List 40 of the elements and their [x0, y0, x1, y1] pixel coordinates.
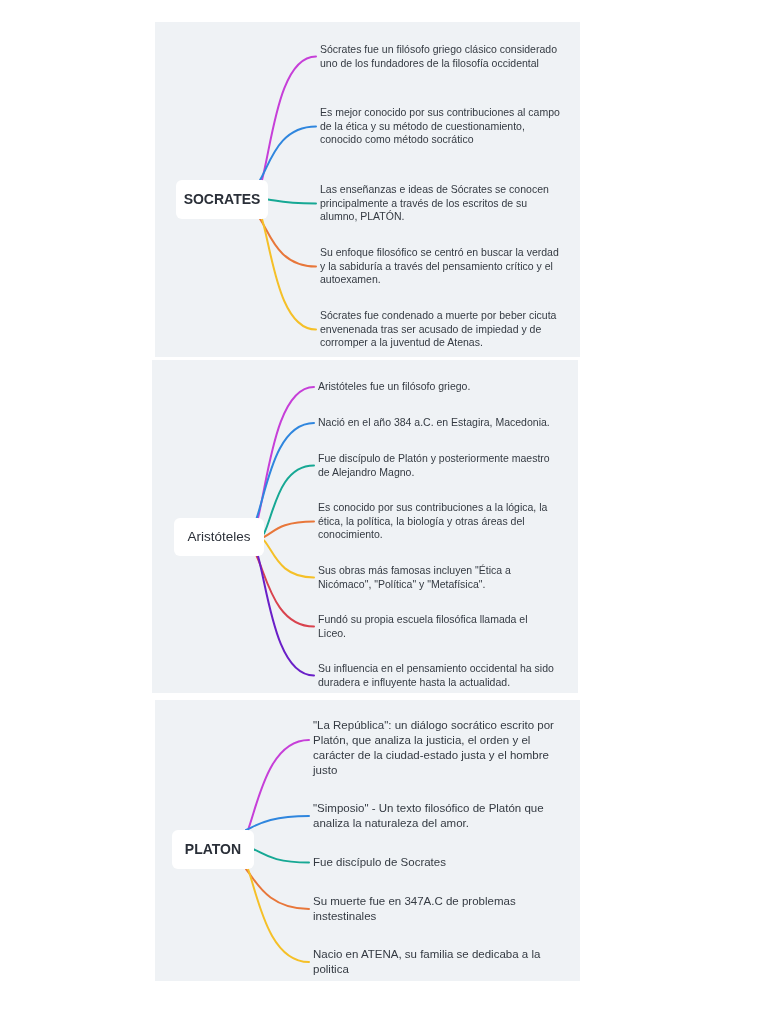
branch-text: Su influencia en el pensamiento occidental ha sido duradera e influyente hasta la actualidad. [318, 662, 555, 690]
topic-label: PLATON [184, 840, 242, 859]
branch-line [247, 739, 310, 831]
branch-text: Nació en el año 384 a.C. en Estagira, Macedonia. [318, 416, 551, 430]
branch-line [257, 386, 315, 519]
branch-line [255, 555, 315, 628]
branch-line [267, 198, 317, 205]
branch-line [263, 464, 315, 535]
branch-line [263, 539, 315, 579]
branch-text: Sócrates fue un filósofo griego clásico considerado uno de los fundadores de la filosofía occidental [320, 43, 558, 71]
branch-line [259, 125, 317, 181]
branch-line [253, 848, 310, 864]
branch-text: Fundó su propia escuela filosófica llamada el Liceo. [318, 613, 529, 641]
branch-line [261, 218, 317, 331]
branch-line [255, 422, 315, 519]
topic-label: SOCRATES [183, 190, 261, 209]
branch-line [247, 868, 310, 963]
branch-text: "La República": un diálogo socrático escrito por Platón, que analiza la justicia, el orden y el carácter de la ciudad-estado justa y el hombre justo [313, 718, 555, 778]
topic-box [172, 830, 254, 869]
branch-line [259, 218, 317, 268]
branch-text: Fue discípulo de Socrates [313, 855, 447, 870]
branch-text: Es mejor conocido por sus contribuciones al campo de la ética y su método de cuestionamiento, conocido como método socrático [320, 106, 560, 147]
branch-text: Fue discípulo de Platón y posteriormente maestro de Alejandro Magno. [318, 452, 551, 480]
branch-line [245, 815, 310, 831]
branch-text: Sus obras más famosas incluyen "Ética a Nicómaco", "Política" y "Metafísica". [318, 564, 512, 592]
branch-line [245, 868, 310, 910]
branch-text: Su enfoque filosófico se centró en buscar la verdad y la sabiduría a través del pensamiento crítico y el autoexamen. [320, 246, 560, 287]
branch-text: Aristóteles fue un filósofo griego. [318, 380, 472, 394]
branch-text: Sócrates fue condenado a muerte por beber cicuta envenenada tras ser acusado de impiedad y de corromper a la juventud de Atenas. [320, 309, 558, 350]
branch-text: Nacio en ATENA, su familia se dedicaba a la politica [313, 947, 542, 977]
branch-line [261, 55, 317, 181]
branch-text: "Simposio" - Un texto filosófico de Platón que analiza la naturaleza del amor. [313, 801, 545, 831]
branch-text: Su muerte fue en 347A.C de problemas instestinales [313, 894, 517, 924]
branch-line [257, 555, 315, 677]
branch-text: Es conocido por sus contribuciones a la lógica, la ética, la política, la biología y otras áreas del conocimiento. [318, 501, 549, 542]
branch-line [263, 520, 315, 538]
topic-box [174, 518, 264, 557]
topic-box [176, 180, 268, 219]
topic-label: Aristóteles [187, 528, 251, 546]
branch-text: Las enseñanzas e ideas de Sócrates se conocen principalmente a través de los escritos de su alumno, PLATÓN. [320, 183, 550, 224]
